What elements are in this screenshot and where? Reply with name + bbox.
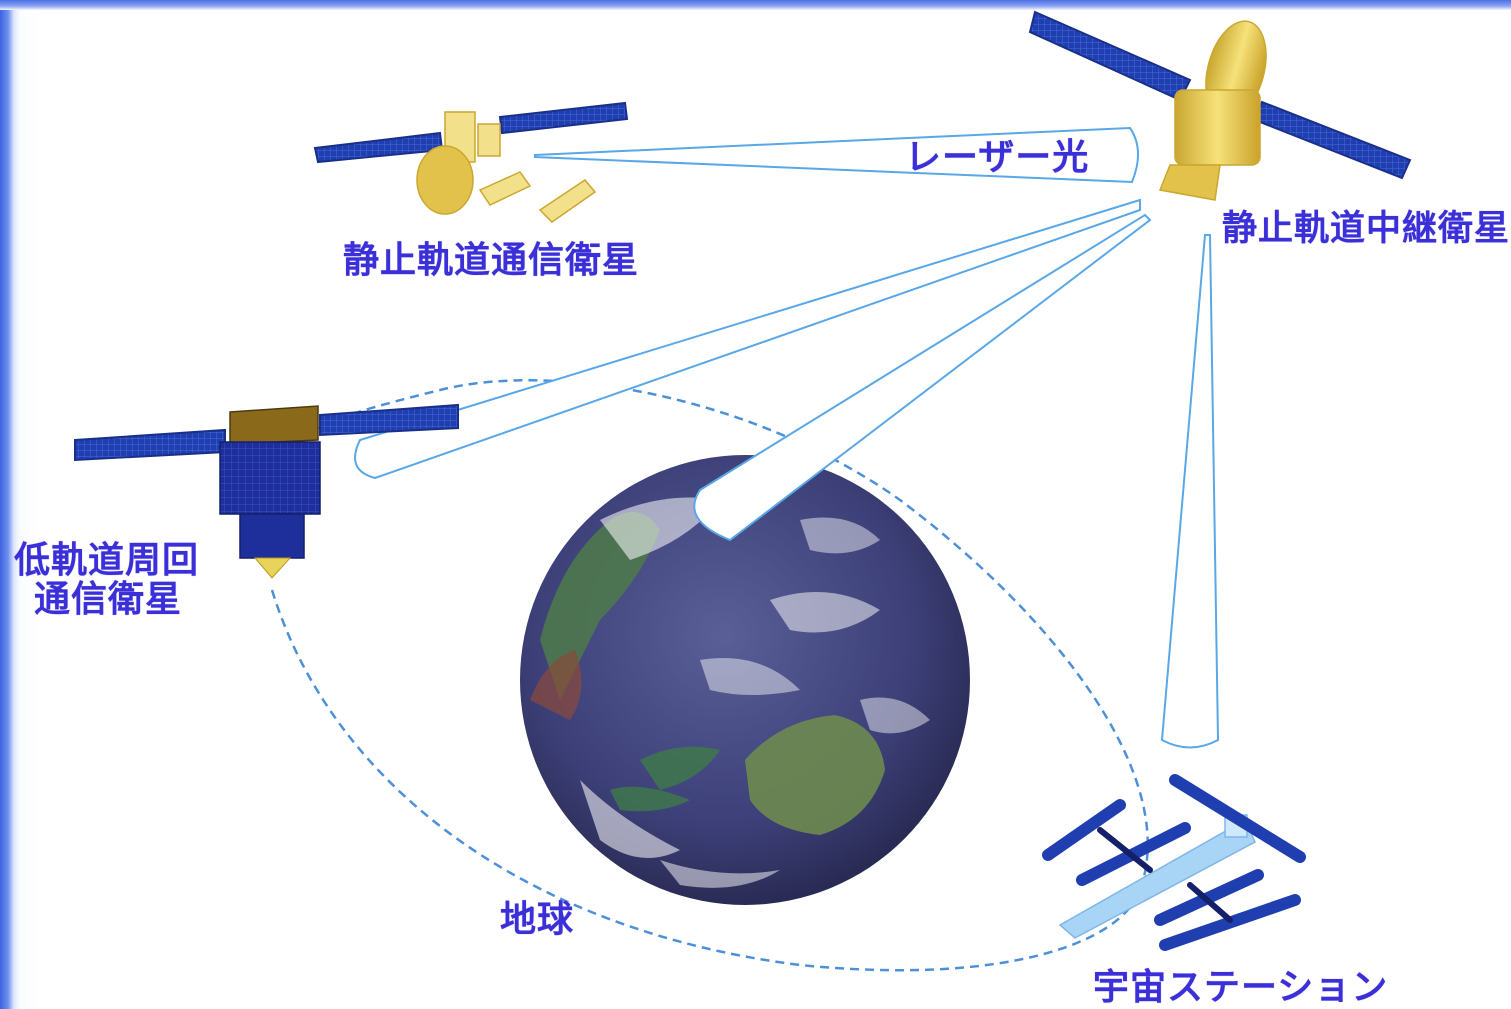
earth-globe xyxy=(520,455,970,905)
leo-satellite-label-line1: 低軌道周回 xyxy=(14,540,200,581)
earth-label: 地球 xyxy=(500,899,575,940)
geo-relay-satellite xyxy=(1028,10,1412,201)
top-frame-bar xyxy=(0,0,1511,10)
leo-satellite xyxy=(74,403,459,579)
laser-beams xyxy=(354,126,1220,749)
space-station-label: 宇宙ステーション xyxy=(1093,967,1389,1008)
leo-satellite-label-line2: 通信衛星 xyxy=(34,579,183,620)
space-station xyxy=(1042,774,1306,951)
laser-label: レーザー光 xyxy=(905,137,1090,178)
geo-comm-satellite xyxy=(313,101,629,223)
geo-relay-satellite-label: 静止軌道中継衛星 xyxy=(1222,209,1511,249)
geo-comm-satellite-label: 静止軌道通信衛星 xyxy=(343,240,640,281)
orbit-path xyxy=(270,379,1150,972)
